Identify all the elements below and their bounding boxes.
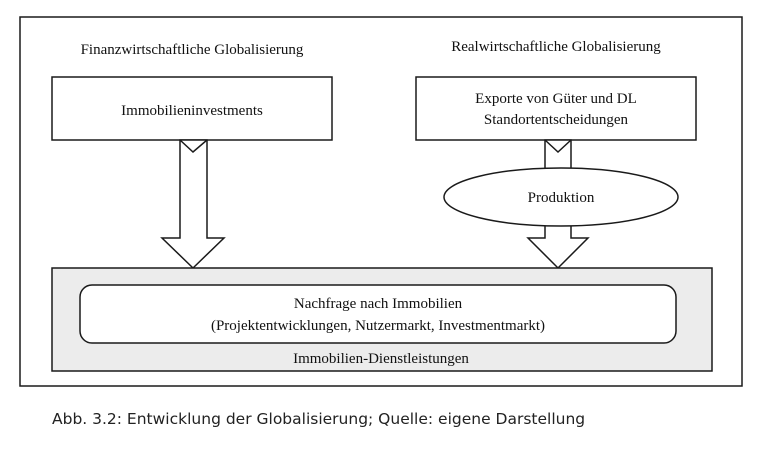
figure-caption: Abb. 3.2: Entwicklung der Globalisierung…	[52, 410, 585, 428]
box-nachfrage	[79, 284, 677, 344]
box-nachfrage-line2: (Projektentwicklungen, Nutzermarkt, Inve…	[211, 318, 545, 334]
heading-realwirtschaftlich: Realwirtschaftliche Globalisierung	[451, 39, 661, 55]
arrow-left-notch	[179, 139, 208, 154]
box-exporte-line1: Exporte von Güter und DL	[475, 91, 637, 107]
box-exporte	[415, 76, 697, 141]
arrow-left-down	[160, 139, 226, 270]
arrow-right-upper-notch	[544, 139, 572, 154]
ellipse-produktion	[443, 167, 679, 227]
box-nachfrage-line1: Nachfrage nach Immobilien	[294, 296, 463, 312]
box-immobilien-dienstleistungen-label: Immobilien-Dienstleistungen	[293, 351, 469, 367]
arrow-right-upper	[544, 139, 572, 173]
box-immobilieninvestments	[51, 76, 333, 141]
heading-finanzwirtschaftlich: Finanzwirtschaftliche Globalisierung	[81, 42, 304, 58]
ellipse-produktion-label: Produktion	[528, 190, 595, 206]
box-exporte-line2: Standortentscheidungen	[484, 112, 629, 128]
box-immobilieninvestments-label: Immobilieninvestments	[121, 103, 263, 119]
